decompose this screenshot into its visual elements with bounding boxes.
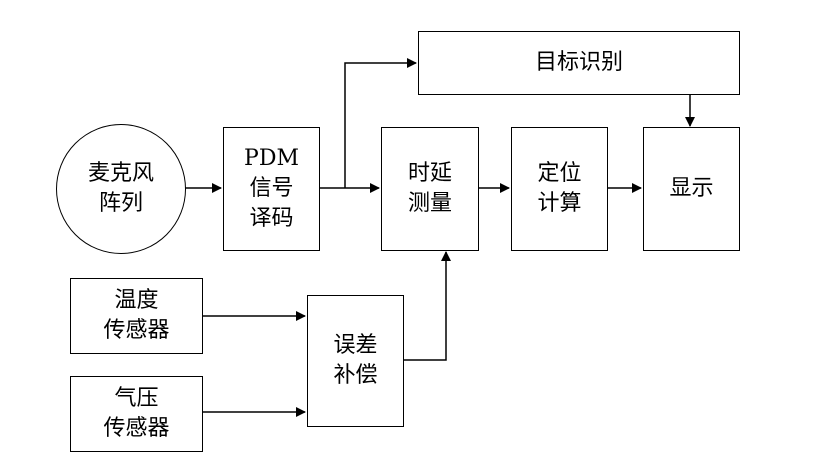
node-temp-sensor: 温度 传感器 <box>70 278 203 354</box>
node-pdm-decode-line-2: 信号 <box>249 176 294 201</box>
node-delay-measure: 时延 测量 <box>381 127 479 251</box>
node-pdm-decode: PDM 信号 译码 <box>223 127 320 251</box>
node-pdm-decode-line-3: 译码 <box>249 206 294 231</box>
node-mic-array: 麦克风 阵列 <box>56 124 186 254</box>
node-error-comp-line-2: 补偿 <box>333 363 378 388</box>
node-delay-measure-line-1: 时延 <box>407 161 452 186</box>
node-position-calc-line-1: 定位 <box>537 161 582 186</box>
node-target-recognition-line-1: 目标识别 <box>534 50 623 75</box>
node-error-comp: 误差 补偿 <box>307 295 404 427</box>
arrow-pdm-to-target <box>344 58 417 188</box>
node-pressure-sensor: 气压 传感器 <box>70 376 203 452</box>
arrow-comp-to-delay <box>404 251 451 361</box>
node-position-calc: 定位 计算 <box>511 127 608 251</box>
node-mic-array-line-1: 麦克风 <box>87 161 154 186</box>
node-error-comp-line-1: 误差 <box>333 333 378 358</box>
node-display: 显示 <box>643 127 740 251</box>
node-display-line-1: 显示 <box>669 176 714 201</box>
node-delay-measure-line-2: 测量 <box>407 191 452 216</box>
node-pressure-sensor-line-1: 气压 <box>114 386 159 411</box>
node-position-calc-line-2: 计算 <box>537 191 582 216</box>
node-pdm-decode-line-1: PDM <box>244 146 299 171</box>
node-target-recognition: 目标识别 <box>418 31 740 95</box>
node-temp-sensor-line-2: 传感器 <box>103 318 170 343</box>
node-pressure-sensor-line-2: 传感器 <box>103 416 170 441</box>
node-temp-sensor-line-1: 温度 <box>114 288 159 313</box>
node-mic-array-line-2: 阵列 <box>98 191 143 216</box>
